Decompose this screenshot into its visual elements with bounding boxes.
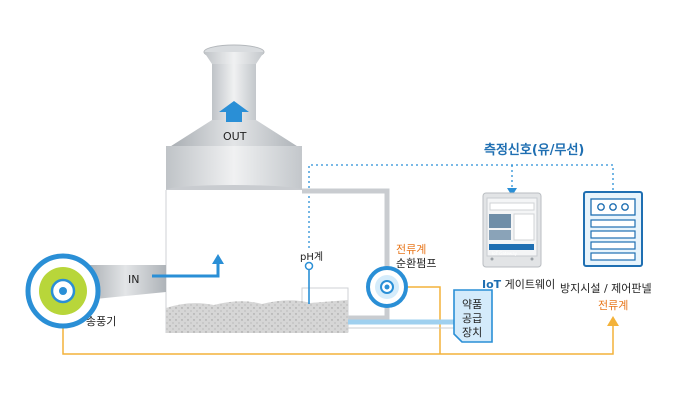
out-label: OUT	[223, 130, 247, 143]
blower-label: 송풍기	[86, 315, 117, 328]
recirculation-pipe	[302, 188, 390, 321]
circulation-pump	[366, 266, 408, 308]
pump-signal-line	[406, 286, 441, 354]
iot-gateway-device	[482, 192, 542, 268]
control-panel	[583, 191, 643, 267]
in-arrow	[152, 262, 220, 278]
signal-arrowhead-gateway	[507, 188, 517, 196]
chemical-supply-box	[453, 289, 493, 343]
hood-body	[166, 146, 302, 190]
signal-line-orange	[62, 318, 614, 355]
inlet-duct	[85, 265, 166, 300]
circulation-pump-label: 순환펌프	[396, 257, 437, 270]
chemical-supply-label-3: 장치	[462, 326, 483, 339]
measurement-signal-label: 측정신호(유/무선)	[484, 143, 585, 158]
measurement-signal-line	[308, 164, 614, 248]
in-label: IN	[128, 273, 140, 286]
hood-cone	[168, 120, 300, 148]
chimney-flare	[204, 52, 264, 64]
control-panel-label: 방지시설 / 제어판넬	[560, 282, 652, 295]
device-brand-label: IoT Gateway	[492, 251, 518, 256]
signal-arrowhead-orange	[607, 316, 619, 326]
ph-meter-label: pH계	[300, 252, 324, 263]
chemical-supply-label-2: 공급	[462, 312, 483, 325]
panel-current-meter-label: 전류계	[598, 299, 629, 312]
pump-current-meter-label: 전류계	[396, 243, 427, 256]
iot-gateway-label: IoT 게이트웨이	[482, 276, 555, 292]
iot-prefix: IoT	[482, 278, 502, 291]
iot-gateway-text: 게이트웨이	[504, 278, 556, 291]
chemical-supply-label-1: 약품	[462, 298, 483, 311]
blower	[25, 253, 101, 329]
out-arrow	[219, 101, 249, 122]
sludge-bed	[166, 300, 348, 333]
